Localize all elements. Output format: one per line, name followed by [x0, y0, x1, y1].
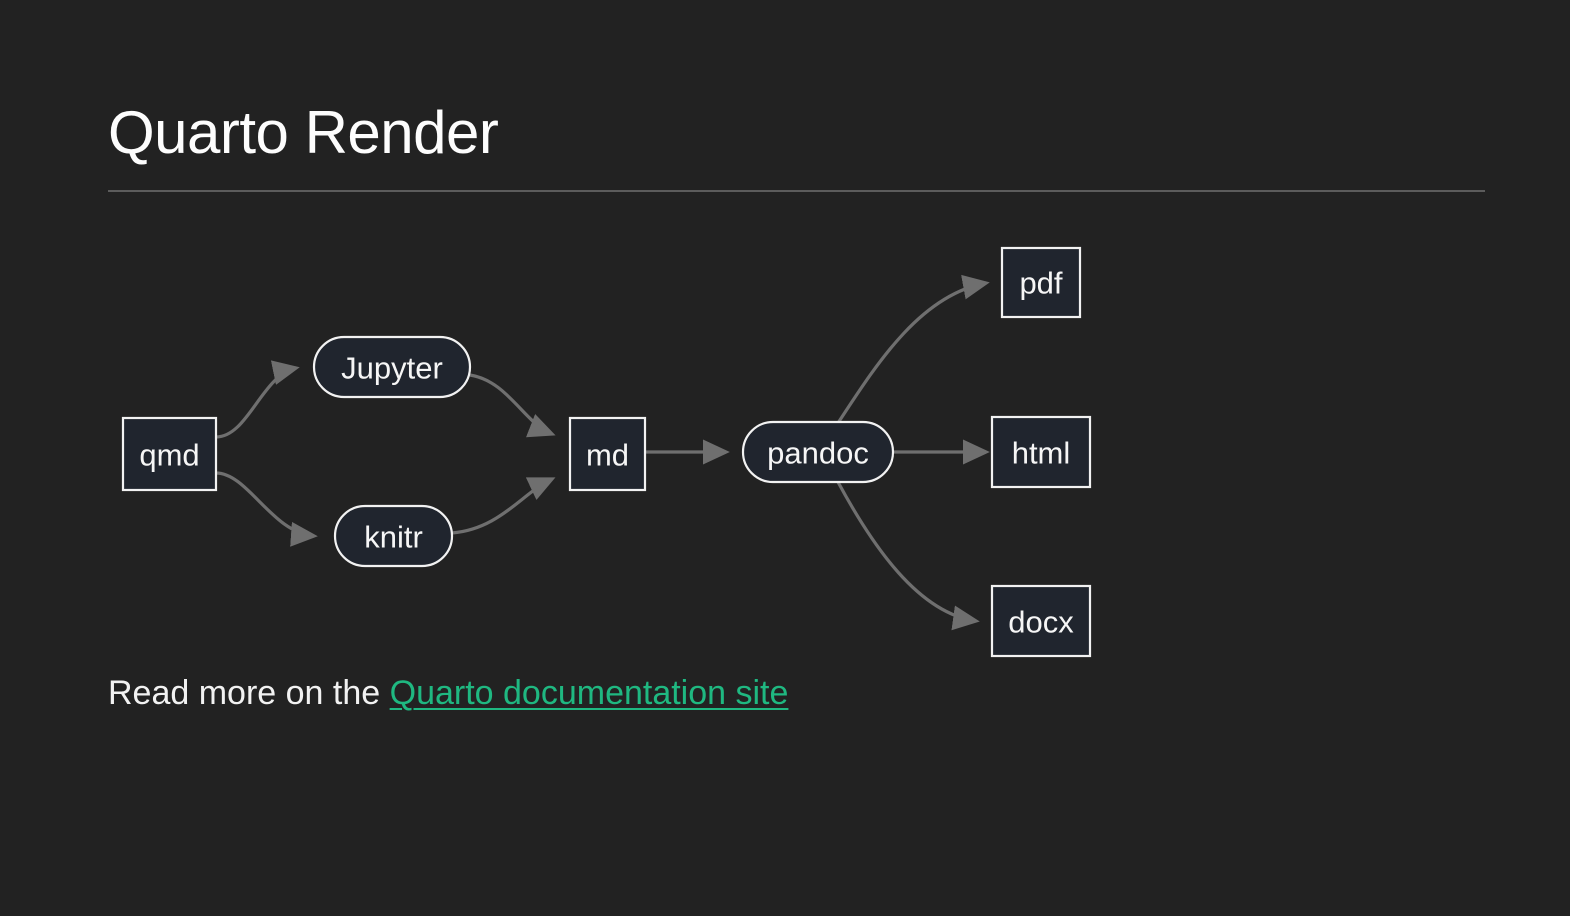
quarto-render-flowchart: qmd Jupyter knitr md: [0, 215, 1570, 665]
edge-pandoc-docx: [836, 481, 980, 631]
node-pandoc[interactable]: pandoc: [741, 420, 895, 484]
node-qmd[interactable]: qmd: [121, 416, 218, 492]
footer-paragraph: Read more on the Quarto documentation si…: [108, 672, 788, 715]
node-pdf-label: pdf: [1019, 266, 1062, 301]
flowchart-svg: qmd Jupyter knitr md: [121, 246, 1092, 658]
flowchart-nodes: qmd Jupyter knitr md: [121, 246, 1092, 658]
node-knitr-label: knitr: [364, 520, 423, 555]
footer-lead-text: Read more on the: [108, 674, 390, 712]
node-jupyter[interactable]: Jupyter: [312, 335, 472, 399]
node-pdf[interactable]: pdf: [1000, 246, 1082, 319]
edge-knitr-md: [451, 477, 556, 535]
node-qmd-label: qmd: [139, 438, 199, 473]
quarto-documentation-link[interactable]: Quarto documentation site: [389, 674, 789, 712]
node-html-label: html: [1012, 436, 1071, 471]
page-title: Quarto Render: [108, 99, 499, 166]
node-docx[interactable]: docx: [990, 584, 1092, 658]
edge-pandoc-pdf: [836, 274, 990, 424]
node-md-label: md: [586, 438, 629, 473]
node-pandoc-label: pandoc: [767, 436, 869, 471]
edge-qmd-knitr: [215, 471, 318, 547]
node-knitr[interactable]: knitr: [333, 504, 454, 568]
node-html[interactable]: html: [990, 415, 1092, 489]
node-jupyter-label: Jupyter: [341, 351, 443, 386]
node-md[interactable]: md: [568, 416, 647, 492]
edge-qmd-jupyter: [215, 360, 300, 439]
title-divider: [108, 190, 1485, 192]
edge-jupyter-md: [469, 373, 556, 438]
node-docx-label: docx: [1008, 605, 1074, 640]
flowchart-edges: [215, 274, 990, 631]
